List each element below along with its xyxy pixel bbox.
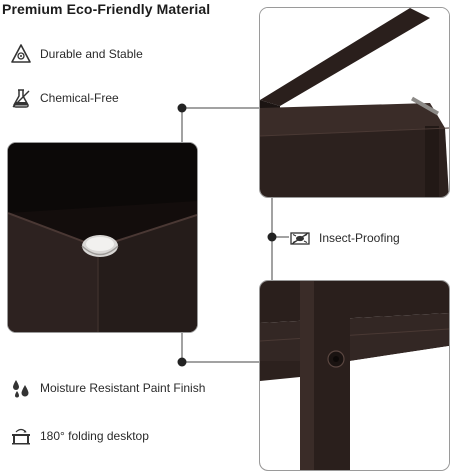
photo-leg-joint <box>259 280 450 471</box>
feature-label: Insect-Proofing <box>319 231 400 245</box>
feature-moisture-resistant: Moisture Resistant Paint Finish <box>10 377 205 399</box>
feature-chemical-free: Chemical-Free <box>10 87 119 109</box>
feature-label: Moisture Resistant Paint Finish <box>40 381 206 395</box>
photo-corner-pad <box>7 142 198 333</box>
feature-label: 180° folding desktop <box>40 429 149 443</box>
feature-label: Chemical-Free <box>40 91 119 105</box>
feature-insect-proofing: Insect-Proofing <box>289 227 400 249</box>
flask-chemical-icon <box>10 87 32 109</box>
feature-folding-desktop: 180° folding desktop <box>10 425 149 447</box>
page-title: Premium Eco-Friendly Material <box>2 1 211 17</box>
water-drops-icon <box>10 377 32 399</box>
photo-folding-lid <box>259 7 450 198</box>
bug-insect-icon <box>289 227 311 249</box>
folding-desk-icon <box>10 425 32 447</box>
triangle-durability-icon <box>10 43 32 65</box>
feature-durable: Durable and Stable <box>10 43 143 65</box>
feature-label: Durable and Stable <box>40 47 143 61</box>
